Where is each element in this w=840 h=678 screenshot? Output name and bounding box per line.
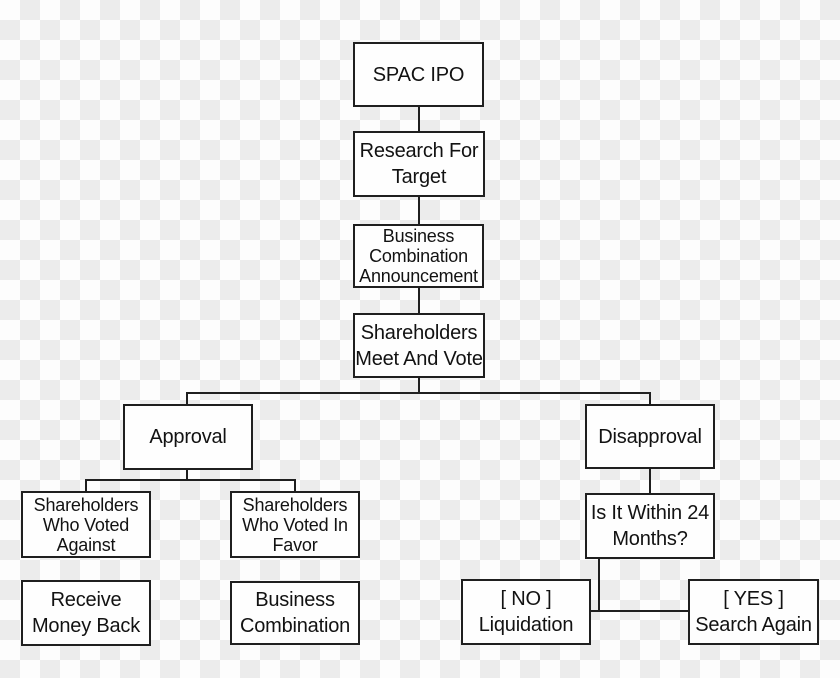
connector-announcement-vote — [418, 287, 420, 314]
node-announcement-label: Business Combination Announcement — [359, 226, 478, 286]
node-receive-money-back: Receive Money Back — [21, 580, 151, 646]
node-disapproval-label: Disapproval — [598, 425, 702, 448]
node-vote-label: Shareholders Meet And Vote — [355, 321, 483, 370]
node-yes-search-again: [ YES ] Search Again — [688, 579, 819, 645]
node-business-combination-announcement: Business Combination Announcement — [353, 224, 484, 288]
node-voted-favor-label: Shareholders Who Voted In Favor — [242, 494, 348, 555]
node-business-combination: Business Combination — [230, 581, 360, 645]
node-voted-against-label: Shareholders Who Voted Against — [33, 494, 139, 555]
node-shareholders-voted-in-favor: Shareholders Who Voted In Favor — [230, 491, 360, 558]
node-research-label: Research For Target — [359, 140, 479, 188]
node-no-liquidation-label: [ NO ] Liquidation — [478, 588, 574, 636]
connector-branch-disapproval — [649, 392, 651, 406]
node-no-liquidation: [ NO ] Liquidation — [461, 579, 591, 645]
connector-branch-voted-against — [85, 479, 87, 493]
node-shareholders-voted-against: Shareholders Who Voted Against — [21, 491, 151, 558]
node-spac-ipo-label: SPAC IPO — [372, 63, 465, 86]
connector-research-announcement — [418, 196, 420, 225]
node-months-label: Is It Within 24 Months? — [590, 502, 710, 550]
connector-disapproval-months — [649, 468, 651, 495]
connector-spac-research — [418, 106, 420, 132]
connector-no-yes-bar — [591, 610, 689, 612]
connector-branch-voted-favor — [294, 479, 296, 493]
node-research-for-target: Research For Target — [353, 131, 485, 197]
node-disapproval: Disapproval — [585, 404, 715, 469]
node-approval: Approval — [123, 404, 253, 470]
connector-approval-branch-bar — [85, 479, 296, 481]
connector-branch-approval — [186, 392, 188, 406]
connector-months-stem — [598, 558, 600, 612]
node-shareholders-meet-and-vote: Shareholders Meet And Vote — [353, 313, 485, 378]
node-business-combination-label: Business Combination — [239, 589, 351, 637]
node-spac-ipo: SPAC IPO — [353, 42, 484, 107]
node-approval-label: Approval — [149, 426, 227, 448]
connector-vote-stem — [418, 377, 420, 394]
node-yes-search-label: [ YES ] Search Again — [695, 588, 812, 636]
connector-vote-branch-bar — [186, 392, 651, 394]
node-receive-label: Receive Money Back — [31, 589, 141, 637]
connector-approval-stem — [186, 469, 188, 481]
node-is-it-within-24-months: Is It Within 24 Months? — [585, 493, 715, 559]
